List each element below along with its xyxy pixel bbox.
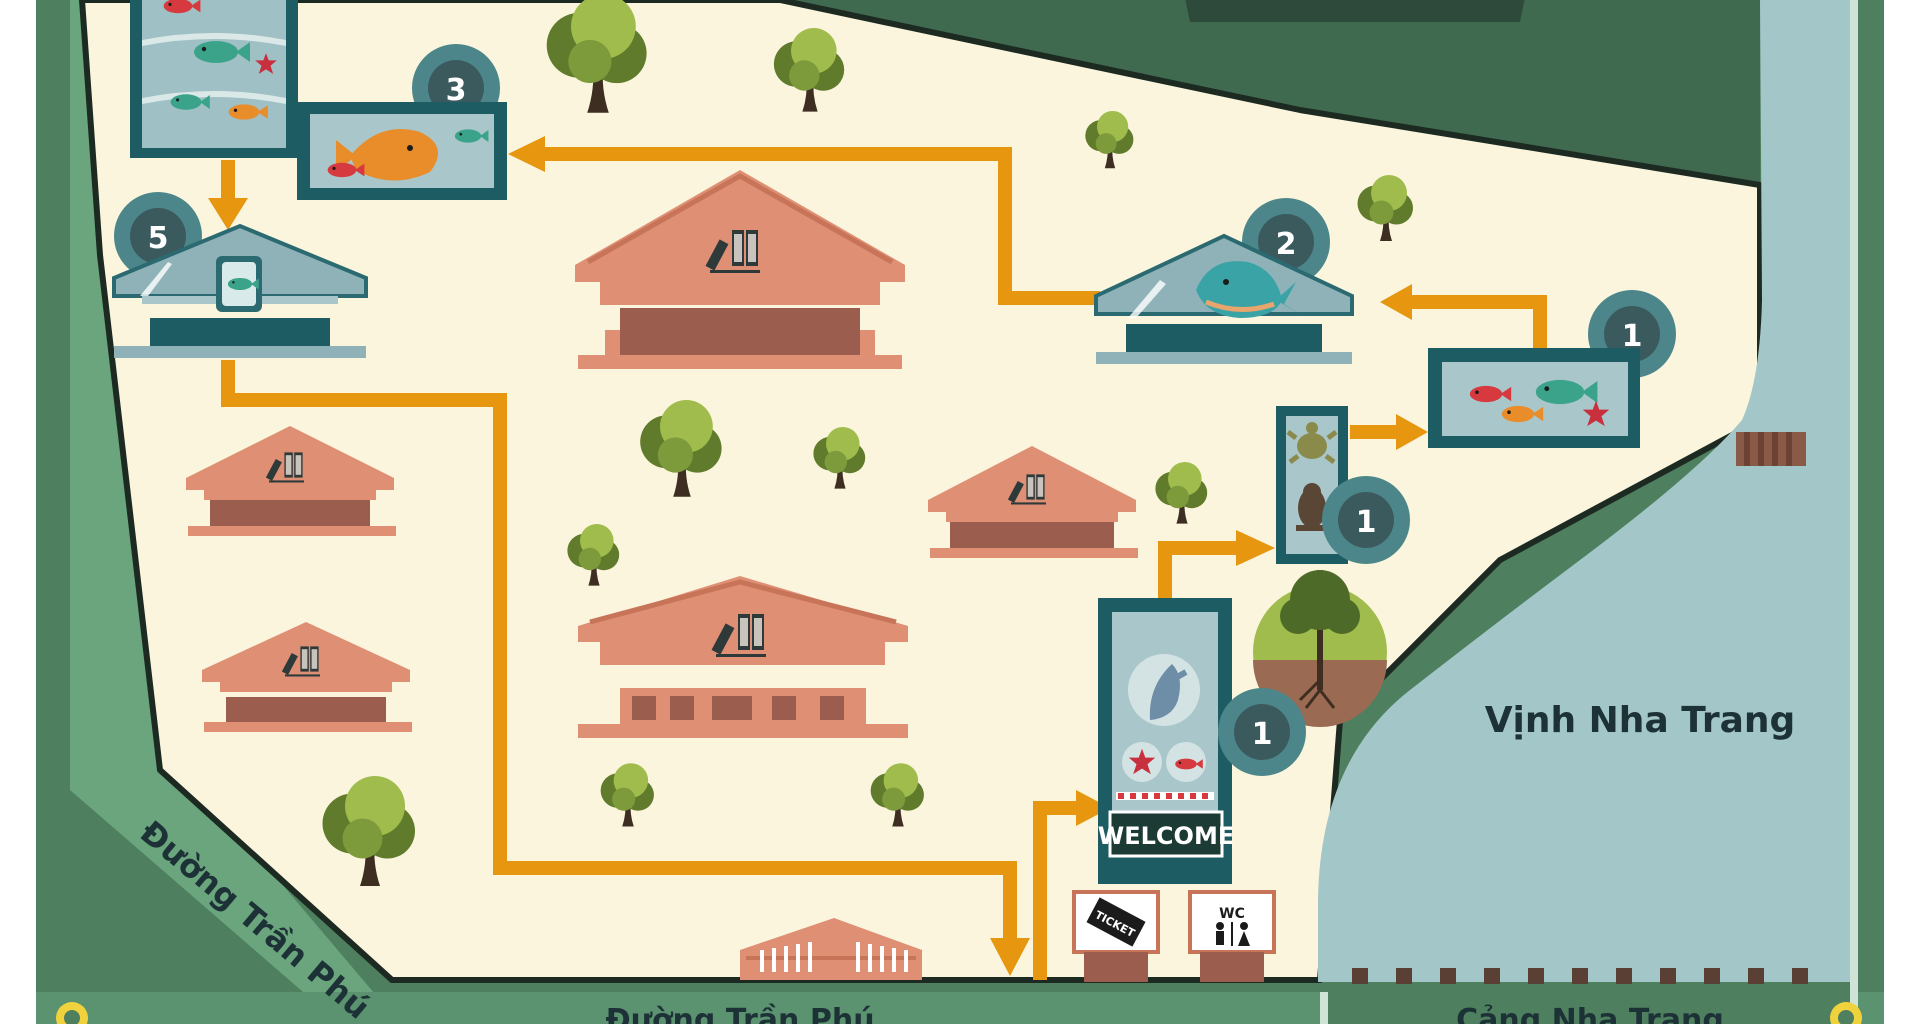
stop-badge-1-turtle: 1 (1322, 476, 1410, 564)
museum-building-small-left-2 (202, 622, 412, 732)
tour-route (221, 147, 1547, 980)
bollard (1704, 968, 1720, 984)
bollard (1484, 968, 1500, 984)
stop-number: 3 (446, 73, 467, 108)
museum-building-small-left-1 (186, 426, 396, 536)
wc-icon (1216, 922, 1250, 946)
turtle-icon (1286, 422, 1338, 464)
bollard (1792, 968, 1808, 984)
corner-logo-right (1830, 1002, 1862, 1024)
corner-logo-left (56, 1002, 88, 1024)
bollard (1572, 968, 1588, 984)
port-bollards (1352, 968, 1808, 984)
route-segment-entry (1033, 801, 1080, 980)
stop-number: 1 (1252, 717, 1273, 752)
mangrove-icon (1253, 570, 1387, 727)
stop-number: 5 (148, 221, 169, 256)
road-label-bottom: Đường Trần Phú (605, 1003, 874, 1024)
stop-badge-1-entrance: 1 (1218, 688, 1306, 776)
bollard (1528, 968, 1544, 984)
aquarium-entrance-tank: WELCOME (1098, 598, 1234, 884)
route-arrowheads (208, 136, 1428, 976)
wc-facility[interactable]: WC (1188, 890, 1276, 982)
entrance-gate-building (740, 918, 922, 980)
bollard (1660, 968, 1676, 984)
stop-number: 1 (1356, 505, 1377, 540)
strip-divider (1320, 992, 1328, 1024)
shark-icon (1149, 664, 1188, 720)
bay-water (1318, 0, 1850, 982)
bollard (1352, 968, 1368, 984)
aquarium-tower-top-left (130, 0, 298, 158)
bollard (1396, 968, 1412, 984)
building-silhouette (1185, 0, 1525, 22)
aquarium-tank-stop-3 (297, 102, 507, 200)
bollard (1440, 968, 1456, 984)
museum-building-large-top (575, 170, 905, 369)
route-segment-1-2 (1405, 295, 1547, 348)
pier-icon (1736, 432, 1806, 466)
aquarium-dome-stop-5 (112, 223, 368, 358)
museum-building-small-middle (928, 446, 1138, 558)
aquarium-dome-stop-2 (1094, 233, 1354, 364)
port-strip (1320, 992, 1850, 1024)
whale-icon (1196, 261, 1300, 318)
route-segment-to-turtle (1158, 541, 1240, 598)
stop-number: 2 (1276, 227, 1297, 262)
bollard (1748, 968, 1764, 984)
museum-building-large-bottom (578, 576, 908, 738)
wc-label: WC (1219, 906, 1245, 922)
seal-icon (1296, 483, 1328, 531)
bay-label: Vịnh Nha Trang (1485, 700, 1796, 741)
bollard (1616, 968, 1632, 984)
stop-number: 1 (1622, 319, 1643, 354)
aquarium-tank-stop-1-right (1428, 348, 1640, 448)
ticket-booth[interactable]: TICKET (1072, 890, 1160, 982)
top-green-area (780, 0, 1760, 185)
route-segment-2-3 (545, 147, 1100, 305)
right-divider (1850, 0, 1858, 1024)
port-label: Cảng Nha Trang (1456, 1003, 1724, 1024)
route-segment-5-exit (221, 360, 1017, 940)
welcome-sign: WELCOME (1098, 822, 1234, 850)
